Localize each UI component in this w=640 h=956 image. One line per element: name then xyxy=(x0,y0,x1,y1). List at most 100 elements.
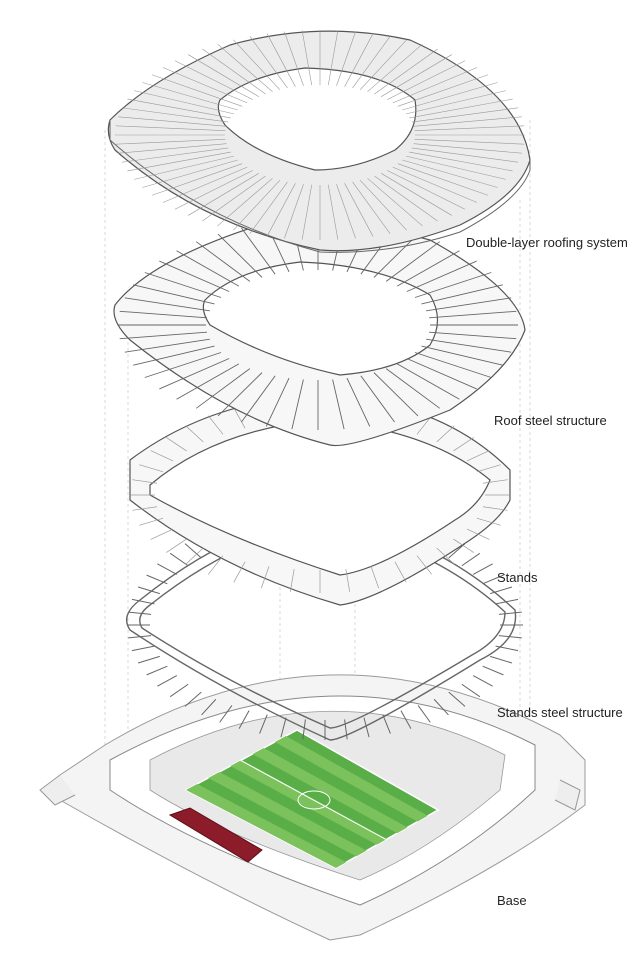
roofing-grid-line xyxy=(217,178,273,227)
stands-steel-rib xyxy=(146,574,168,585)
stands-steel-rib xyxy=(482,574,504,585)
roofing-grid-line xyxy=(380,54,452,97)
roofing-grid-line xyxy=(249,36,288,89)
roof-steel-rib xyxy=(265,377,290,427)
roofing-grid-line xyxy=(411,147,519,163)
roofing-grid-line xyxy=(202,175,266,222)
roof-steel-rib xyxy=(421,284,503,305)
stands-panel-line xyxy=(132,506,158,511)
stands-steel-rib xyxy=(201,698,217,716)
roofing-grid-line xyxy=(266,183,296,237)
roofing-grid-line xyxy=(336,184,356,239)
stands-steel-rib xyxy=(382,714,391,734)
stands-panel-line xyxy=(185,547,204,565)
stands-panel-line xyxy=(260,566,270,589)
roofing-grid-line xyxy=(352,36,391,89)
roofing-grid-line xyxy=(127,151,231,172)
stands-steel-rib xyxy=(490,586,513,595)
layer-label-base: Base xyxy=(497,893,527,908)
roof-steel-rib xyxy=(396,250,460,287)
roofing-grid-line xyxy=(217,43,273,92)
stands-steel-rib xyxy=(137,655,160,664)
roofing-grid-line xyxy=(367,43,423,92)
stands-steel-rib xyxy=(498,611,522,615)
roof-steel-rib xyxy=(291,379,304,430)
roofing-grid-line xyxy=(233,39,281,90)
stands-steel-rib xyxy=(363,717,370,738)
pitch-stripe xyxy=(186,784,347,868)
roofing-grid-line xyxy=(397,74,489,107)
stands-panel-line xyxy=(233,561,246,583)
stands-steel-rib xyxy=(184,543,202,559)
roofing-grid-line xyxy=(118,143,227,154)
roofing-grid-line xyxy=(409,151,513,172)
roofing-grid-line xyxy=(414,125,525,131)
pitch-stripe xyxy=(274,736,428,822)
roofing-grid-line xyxy=(327,30,339,86)
stands-panel-line xyxy=(476,464,501,473)
roof-steel-rib xyxy=(144,272,222,298)
stands-steel-rib xyxy=(302,719,306,740)
stands-steel-rib xyxy=(157,563,178,575)
roofing-grid-line xyxy=(367,178,423,227)
roof-steel-rib xyxy=(406,260,477,292)
roof-steel-rib xyxy=(241,375,276,423)
roofing-grid-line xyxy=(344,33,374,87)
roofing-grid-line xyxy=(115,125,226,131)
roof-steel-rib xyxy=(414,272,492,298)
pitch-stripe xyxy=(252,748,408,834)
red-seating-block xyxy=(168,807,263,863)
stands-steel-rib xyxy=(495,645,519,652)
stands-steel-rib xyxy=(433,698,449,716)
stands-panel-line xyxy=(139,464,164,473)
stands-steel-rib xyxy=(461,552,481,567)
roofing-grid-line xyxy=(151,74,243,107)
pitch-stripe xyxy=(208,772,367,857)
roof-steel-rib xyxy=(195,241,251,282)
roofing-grid-line xyxy=(162,67,248,104)
roofing-grid-line xyxy=(387,60,466,100)
base-layer xyxy=(39,674,586,941)
stands-panel-line xyxy=(185,425,204,443)
roofing-layer xyxy=(107,30,531,253)
stands-panel-line xyxy=(132,479,158,484)
stands-steel-rib xyxy=(169,552,189,567)
stands-panel-line xyxy=(150,528,174,540)
roofing-grid-line xyxy=(392,166,478,203)
stands-steel-rib xyxy=(280,717,287,738)
stands-steel-rib xyxy=(219,705,233,723)
stands-panel-line xyxy=(466,528,490,540)
roof-steel-rib xyxy=(414,352,492,378)
roof-steel-rib xyxy=(176,363,240,400)
roofing-grid-line xyxy=(402,82,498,111)
stands-panel-line xyxy=(416,415,432,435)
stands-steel-rib xyxy=(259,714,268,734)
stands-steel-rib xyxy=(184,691,202,707)
roof-steel-rib xyxy=(385,368,441,409)
stands-panel-line xyxy=(208,415,224,435)
stands-panel-line xyxy=(166,437,187,452)
roof-steel-rib xyxy=(195,368,251,409)
stands-panel-line xyxy=(416,555,432,575)
roof-steel-rib xyxy=(421,345,503,366)
roofing-grid-line xyxy=(374,175,438,222)
roof-steel-rib xyxy=(406,358,477,390)
roofing-grid-line xyxy=(327,184,339,240)
roofing-grid-line xyxy=(406,90,506,115)
stands-steel-rib xyxy=(128,635,152,639)
roof-steel-rib xyxy=(373,233,419,278)
roofing-grid-line xyxy=(284,31,304,86)
roof-steel-rib xyxy=(124,297,210,312)
roofing-grid-line xyxy=(188,173,260,216)
roofing-grid-line xyxy=(359,180,407,231)
roofing-grid-line xyxy=(233,180,281,231)
roofing-grid-line xyxy=(387,170,466,210)
roof-steel-ribs xyxy=(118,220,518,430)
roofing-grid-line xyxy=(409,98,513,119)
roof-steel-rib xyxy=(124,338,210,353)
roofing-grid-line xyxy=(188,54,260,97)
roof-steel-rib xyxy=(159,260,230,292)
roofing-grid-line xyxy=(336,31,356,86)
roofing-grid-line xyxy=(301,30,313,86)
